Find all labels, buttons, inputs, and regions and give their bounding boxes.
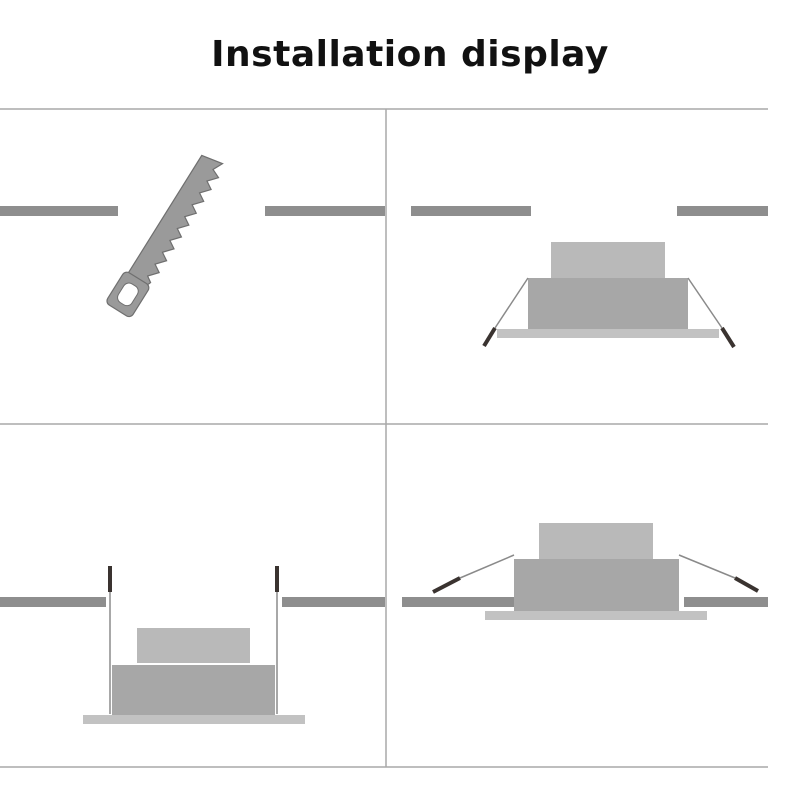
ceiling-left bbox=[402, 597, 514, 607]
spring-clip-left bbox=[482, 277, 529, 348]
step-2-panel bbox=[411, 206, 768, 349]
downlight-icon bbox=[482, 242, 736, 349]
lamp-housing bbox=[528, 278, 688, 330]
lamp-housing bbox=[112, 665, 275, 715]
spring-clip-left bbox=[432, 554, 515, 594]
ceiling-left bbox=[0, 597, 106, 607]
lamp-trim bbox=[497, 329, 719, 338]
panel-grid bbox=[0, 108, 768, 768]
lamp-trim bbox=[83, 715, 305, 724]
spring-clip-right bbox=[678, 554, 759, 593]
downlight-inserting-icon bbox=[83, 566, 305, 724]
downlight-installed-icon bbox=[432, 523, 759, 620]
ceiling-right bbox=[677, 206, 768, 216]
ceiling-left bbox=[0, 206, 118, 216]
ceiling-left bbox=[411, 206, 531, 216]
lamp-housing bbox=[514, 559, 679, 611]
ceiling-right bbox=[265, 206, 385, 216]
saw-icon bbox=[106, 154, 224, 318]
lamp-trim bbox=[485, 611, 707, 620]
driver-box bbox=[137, 628, 250, 663]
driver-box bbox=[551, 242, 665, 278]
step-4-panel bbox=[402, 523, 768, 620]
ceiling-right bbox=[282, 597, 385, 607]
page-title: Installation display bbox=[211, 34, 609, 75]
spring-clip-right bbox=[687, 277, 736, 349]
driver-box bbox=[539, 523, 653, 559]
step-3-panel bbox=[0, 566, 385, 724]
step-1-panel bbox=[0, 154, 385, 318]
ceiling-right bbox=[684, 597, 768, 607]
